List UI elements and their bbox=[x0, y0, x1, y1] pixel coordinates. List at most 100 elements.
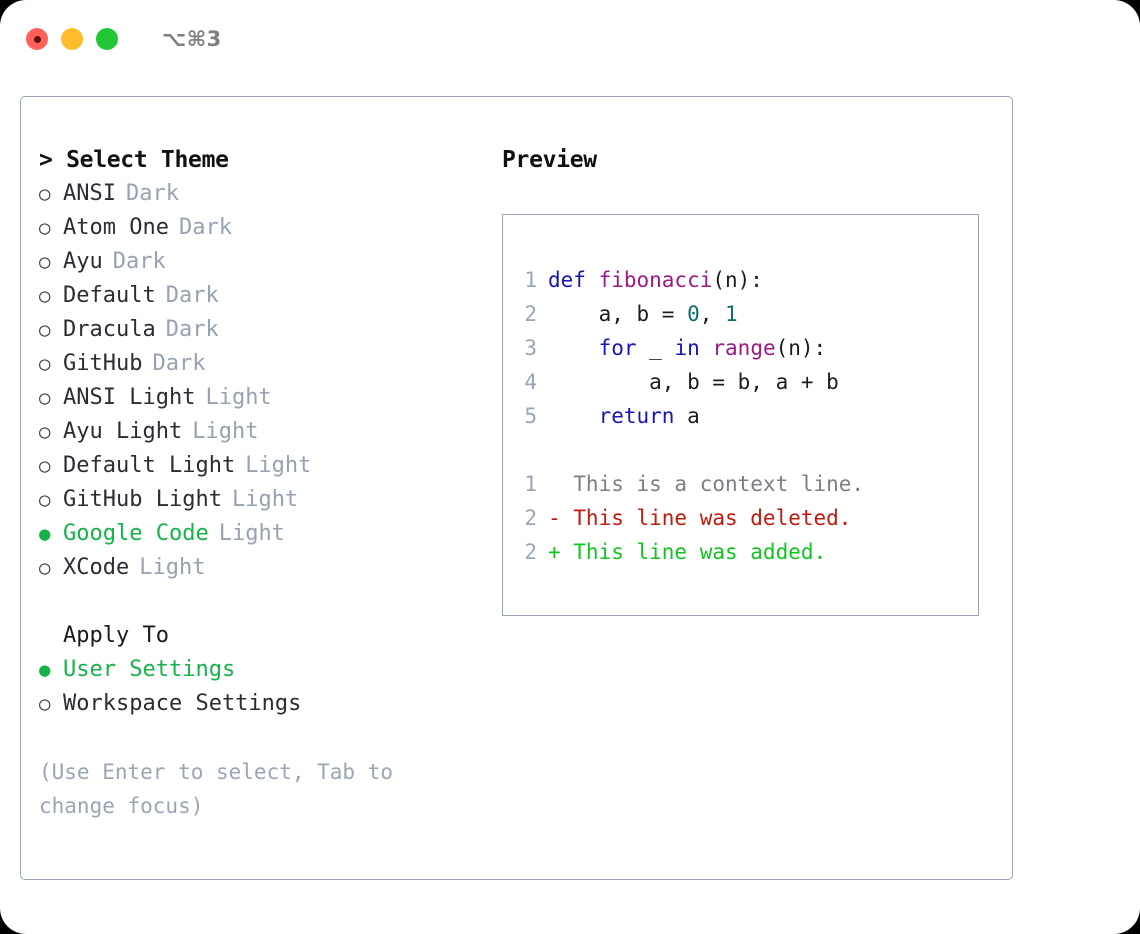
radio-unselected-icon: ○ bbox=[39, 285, 51, 307]
apply-to-option-label: User Settings bbox=[63, 657, 236, 682]
code-text: a, b = 0, 1 bbox=[548, 297, 738, 331]
code-token: return bbox=[548, 404, 688, 428]
line-number: 2 bbox=[524, 540, 537, 564]
code-text: return a bbox=[548, 399, 700, 433]
theme-name: Default Light bbox=[63, 453, 236, 478]
theme-kind-badge: Dark bbox=[165, 283, 219, 308]
theme-kind-badge: Dark bbox=[165, 317, 219, 342]
diff-line: 2+ This line was added. bbox=[511, 535, 972, 569]
theme-name: Dracula bbox=[63, 317, 156, 342]
code-token: a bbox=[687, 404, 700, 428]
code-text: def fibonacci(n): bbox=[548, 263, 763, 297]
diff-text: This is a context line. bbox=[548, 472, 865, 496]
line-number: 1 bbox=[524, 472, 537, 496]
theme-list-item[interactable]: ○ Default Light Light bbox=[39, 449, 489, 483]
code-token: fibonacci bbox=[598, 268, 713, 292]
theme-kind-badge: Light bbox=[218, 521, 285, 546]
theme-name: GitHub Light bbox=[63, 487, 222, 512]
apply-to-option[interactable]: ● User Settings bbox=[39, 653, 489, 687]
theme-list-item[interactable]: ○ GitHub Dark bbox=[39, 347, 489, 381]
radio-unselected-icon: ○ bbox=[39, 455, 51, 477]
code-line: 2 a, b = 0, 1 bbox=[511, 297, 972, 331]
radio-unselected-icon: ○ bbox=[39, 421, 51, 443]
radio-unselected-icon: ○ bbox=[39, 489, 51, 511]
theme-list-item[interactable]: ○ Ayu Dark bbox=[39, 245, 489, 279]
radio-unselected-icon: ○ bbox=[39, 353, 51, 375]
apply-to-option-label: Workspace Settings bbox=[63, 691, 302, 716]
code-line: 1 def fibonacci(n): bbox=[511, 263, 972, 297]
preview-spacer bbox=[511, 433, 972, 467]
theme-list-item[interactable]: ● Google Code Light bbox=[39, 517, 489, 551]
code-token: (n): bbox=[775, 336, 827, 360]
theme-name: Ayu bbox=[63, 249, 103, 274]
radio-unselected-icon: ○ bbox=[39, 319, 51, 341]
theme-list-item[interactable]: ○ Dracula Dark bbox=[39, 313, 489, 347]
code-token: (n): bbox=[712, 268, 763, 292]
radio-selected-icon: ● bbox=[39, 659, 51, 681]
recording-dot-icon bbox=[33, 35, 41, 43]
close-button[interactable] bbox=[26, 28, 48, 50]
line-number: 2 bbox=[524, 506, 537, 530]
theme-name: Google Code bbox=[63, 521, 209, 546]
theme-list-item[interactable]: ○ GitHub Light Light bbox=[39, 483, 489, 517]
code-token: 1 bbox=[725, 302, 738, 326]
theme-kind-badge: Dark bbox=[152, 351, 206, 376]
minimize-button[interactable] bbox=[61, 28, 83, 50]
preview-heading: Preview bbox=[502, 147, 597, 173]
radio-unselected-icon: ○ bbox=[39, 693, 51, 715]
apply-to-heading: Apply To bbox=[63, 623, 169, 648]
theme-kind-badge: Light bbox=[139, 555, 206, 580]
code-token: def bbox=[548, 268, 599, 292]
theme-name: ANSI bbox=[63, 181, 116, 206]
keyboard-hint-text: (Use Enter to select, Tab to change focu… bbox=[39, 760, 394, 818]
code-token: 0 bbox=[687, 302, 700, 326]
maximize-button[interactable] bbox=[96, 28, 118, 50]
radio-selected-icon: ● bbox=[39, 523, 51, 545]
radio-unselected-icon: ○ bbox=[39, 387, 51, 409]
code-line: 3 for _ in range(n): bbox=[511, 331, 972, 365]
line-number: 2 bbox=[524, 302, 537, 326]
radio-unselected-icon: ○ bbox=[39, 557, 51, 579]
code-token: a, b = b, a + b bbox=[548, 370, 839, 394]
code-token: range bbox=[712, 336, 776, 360]
line-number: 1 bbox=[524, 268, 537, 292]
line-number: 4 bbox=[524, 370, 537, 394]
theme-kind-badge: Light bbox=[205, 385, 272, 410]
theme-list-item[interactable]: ○ ANSI Light Light bbox=[39, 381, 489, 415]
theme-name: Ayu Light bbox=[63, 419, 183, 444]
line-number: 5 bbox=[524, 404, 537, 428]
code-text: for _ in range(n): bbox=[548, 331, 827, 365]
code-token: in bbox=[674, 336, 713, 360]
theme-name: XCode bbox=[63, 555, 130, 580]
apply-to-options: ● User Settings ○ Workspace Settings bbox=[39, 653, 489, 721]
apply-to-option[interactable]: ○ Workspace Settings bbox=[39, 687, 489, 721]
apply-to-group: Apply To ● User Settings ○ Workspace Settin… bbox=[39, 619, 489, 721]
traffic-lights bbox=[26, 28, 118, 50]
code-token: for bbox=[548, 336, 650, 360]
code-token: _ bbox=[649, 336, 675, 360]
theme-kind-badge: Dark bbox=[112, 249, 166, 274]
theme-name: GitHub bbox=[63, 351, 143, 376]
title-bar: ⌥⌘3 bbox=[0, 0, 1140, 78]
diff-line: 2 - This line was deleted. bbox=[511, 501, 972, 535]
code-token: , bbox=[699, 302, 726, 326]
theme-list-item[interactable]: ○ XCode Light bbox=[39, 551, 489, 585]
theme-list-item[interactable]: ○ Default Dark bbox=[39, 279, 489, 313]
theme-kind-badge: Light bbox=[231, 487, 299, 512]
diff-text: - This line was deleted. bbox=[548, 506, 852, 530]
theme-name: ANSI Light bbox=[63, 385, 196, 410]
theme-name: Atom One bbox=[63, 215, 169, 240]
theme-kind-badge: Light bbox=[245, 453, 312, 478]
theme-name: Default bbox=[63, 283, 156, 308]
radio-unselected-icon: ○ bbox=[39, 251, 51, 273]
